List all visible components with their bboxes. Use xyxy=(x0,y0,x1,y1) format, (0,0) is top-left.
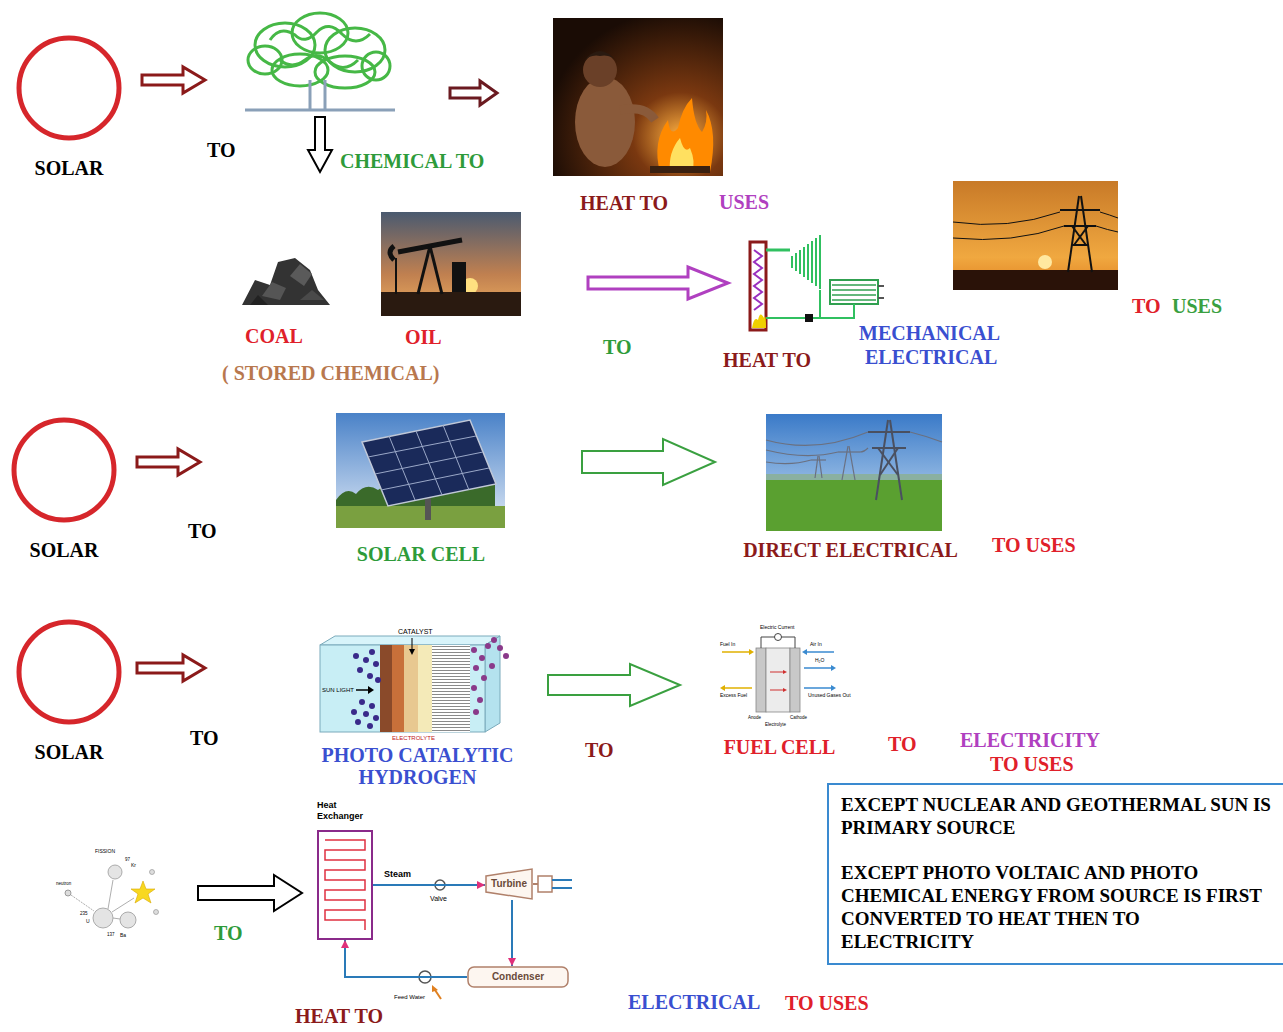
flow-label: MECHANICAL xyxy=(859,322,1000,345)
node-text: SOLAR xyxy=(15,156,123,180)
pipe-connector xyxy=(508,900,516,966)
node-text: Heat Exchanger xyxy=(317,800,373,822)
note-box: EXCEPT NUCLEAR AND GEOTHERMAL SUN IS PRI… xyxy=(827,783,1283,965)
flow-label: HEAT TO xyxy=(723,349,811,372)
node-text: FUEL CELL xyxy=(712,735,847,759)
flow-label: ELECTRICITY xyxy=(960,729,1100,752)
heat-exchanger: Heat Exchanger xyxy=(317,800,373,940)
sun-circle xyxy=(10,417,118,523)
flow-label: USES xyxy=(1172,295,1222,318)
flow-label: TO USES xyxy=(992,534,1076,557)
hollow-arrow xyxy=(142,67,205,93)
power-line-panel: DIRECT ELECTRICAL xyxy=(733,414,968,562)
hollow-arrow xyxy=(588,267,728,299)
node-text: EXCEPT PHOTO VOLTAIC AND PHOTO CHEMICAL … xyxy=(841,861,1271,953)
small-label: 97 xyxy=(125,857,130,862)
flow-label: TO xyxy=(188,520,217,543)
power-line-photo xyxy=(766,414,942,531)
flow-label: TO xyxy=(214,922,243,945)
flow-label: TO xyxy=(585,739,614,762)
flow-label: ( STORED CHEMICAL) xyxy=(222,362,439,385)
pipe-connector xyxy=(341,940,467,977)
small-label: 235 xyxy=(80,911,88,916)
node-text: DIRECT ELECTRICAL xyxy=(733,538,968,562)
feed-water-arrow xyxy=(432,985,441,999)
small-label: Unused Gases Out xyxy=(808,693,851,699)
hollow-arrow xyxy=(198,875,302,911)
small-label: Electrolyte xyxy=(765,722,786,727)
edge-label: Steam xyxy=(383,869,412,880)
tree-illustration xyxy=(245,13,395,110)
flow-label: HEAT TO xyxy=(580,192,668,215)
flow-arrow xyxy=(137,655,205,681)
hollow-arrow xyxy=(450,81,497,105)
node-text: Condenser xyxy=(467,966,569,988)
small-label: 137 xyxy=(107,932,115,937)
node-text: EXCEPT NUCLEAR AND GEOTHERMAL SUN IS PRI… xyxy=(841,793,1271,839)
coal-pile xyxy=(242,258,330,305)
node-text: Turbine xyxy=(485,868,533,900)
sun-circle xyxy=(15,619,123,725)
condenser-box: Condenser xyxy=(467,966,569,988)
small-label: Kr xyxy=(131,863,136,869)
node-text: SOLAR xyxy=(15,740,123,764)
flow-label: ELECTRICAL xyxy=(865,346,997,369)
node-text: PHOTO CATALYTIC HYDROGEN xyxy=(305,744,530,788)
small-label: SUN LIGHT xyxy=(322,687,354,694)
small-label: U xyxy=(86,919,90,925)
caveman-fire-photo xyxy=(553,18,723,176)
flow-label: OIL xyxy=(405,326,442,349)
flow-label: TO xyxy=(603,336,632,359)
flow-label: CHEMICAL TO xyxy=(340,150,484,173)
solar-panel-photo xyxy=(336,413,505,528)
small-label: Electric Current xyxy=(760,625,794,631)
flow-label: TO xyxy=(888,733,917,756)
small-label: Anode xyxy=(748,715,761,720)
flow-label: TO xyxy=(207,139,236,162)
solar-source: SOLAR xyxy=(15,35,123,180)
node-text: SOLAR xyxy=(10,538,118,562)
photocatalytic-illustration xyxy=(320,636,509,732)
small-label: FISSION xyxy=(95,849,115,855)
node-text: SOLAR CELL xyxy=(336,542,506,566)
down-arrow xyxy=(308,117,332,172)
flow-label: TO USES xyxy=(990,753,1074,776)
fuel-cell-diagram xyxy=(720,634,836,713)
small-label: Air In xyxy=(810,642,822,648)
small-label: Feed Water xyxy=(394,994,425,1001)
flow-arrow xyxy=(548,664,680,706)
generator-symbol xyxy=(533,876,572,892)
fission-illustration xyxy=(65,865,159,928)
small-label: Fuel In xyxy=(720,642,735,648)
solar-source: SOLAR xyxy=(10,417,118,562)
flow-label: USES xyxy=(719,191,769,214)
pipe-connector xyxy=(373,881,485,889)
solar-cell-panel: SOLAR CELL xyxy=(336,413,506,566)
flow-label: TO xyxy=(190,727,219,750)
sun-circle xyxy=(15,35,123,141)
sunset-pylon-photo xyxy=(953,181,1118,290)
flow-label: TO xyxy=(1132,295,1161,318)
small-label: Valve xyxy=(430,895,447,903)
small-label: ELECTROLYTE xyxy=(392,735,435,742)
power-plant-schematic xyxy=(750,235,884,330)
small-label: Excess Fuel xyxy=(720,693,747,699)
solar-source: SOLAR xyxy=(15,619,123,764)
flow-arrow xyxy=(582,439,715,485)
oil-pump-photo xyxy=(381,212,521,316)
small-label: H₂O xyxy=(815,658,824,664)
flow-label: HEAT TO xyxy=(295,1005,383,1028)
small-label: Cathode xyxy=(790,715,807,720)
small-label: neutron xyxy=(56,881,71,886)
flow-arrow xyxy=(137,449,200,475)
turbine-box: Turbine xyxy=(485,868,533,900)
flow-label: ELECTRICAL xyxy=(628,991,760,1014)
small-label: Ba xyxy=(120,933,126,939)
small-label: CATALYST xyxy=(398,628,433,636)
photocatalytic-cell: PHOTO CATALYTIC HYDROGEN xyxy=(305,628,530,788)
flow-label: TO USES xyxy=(785,992,869,1015)
flow-label: COAL xyxy=(245,325,303,348)
